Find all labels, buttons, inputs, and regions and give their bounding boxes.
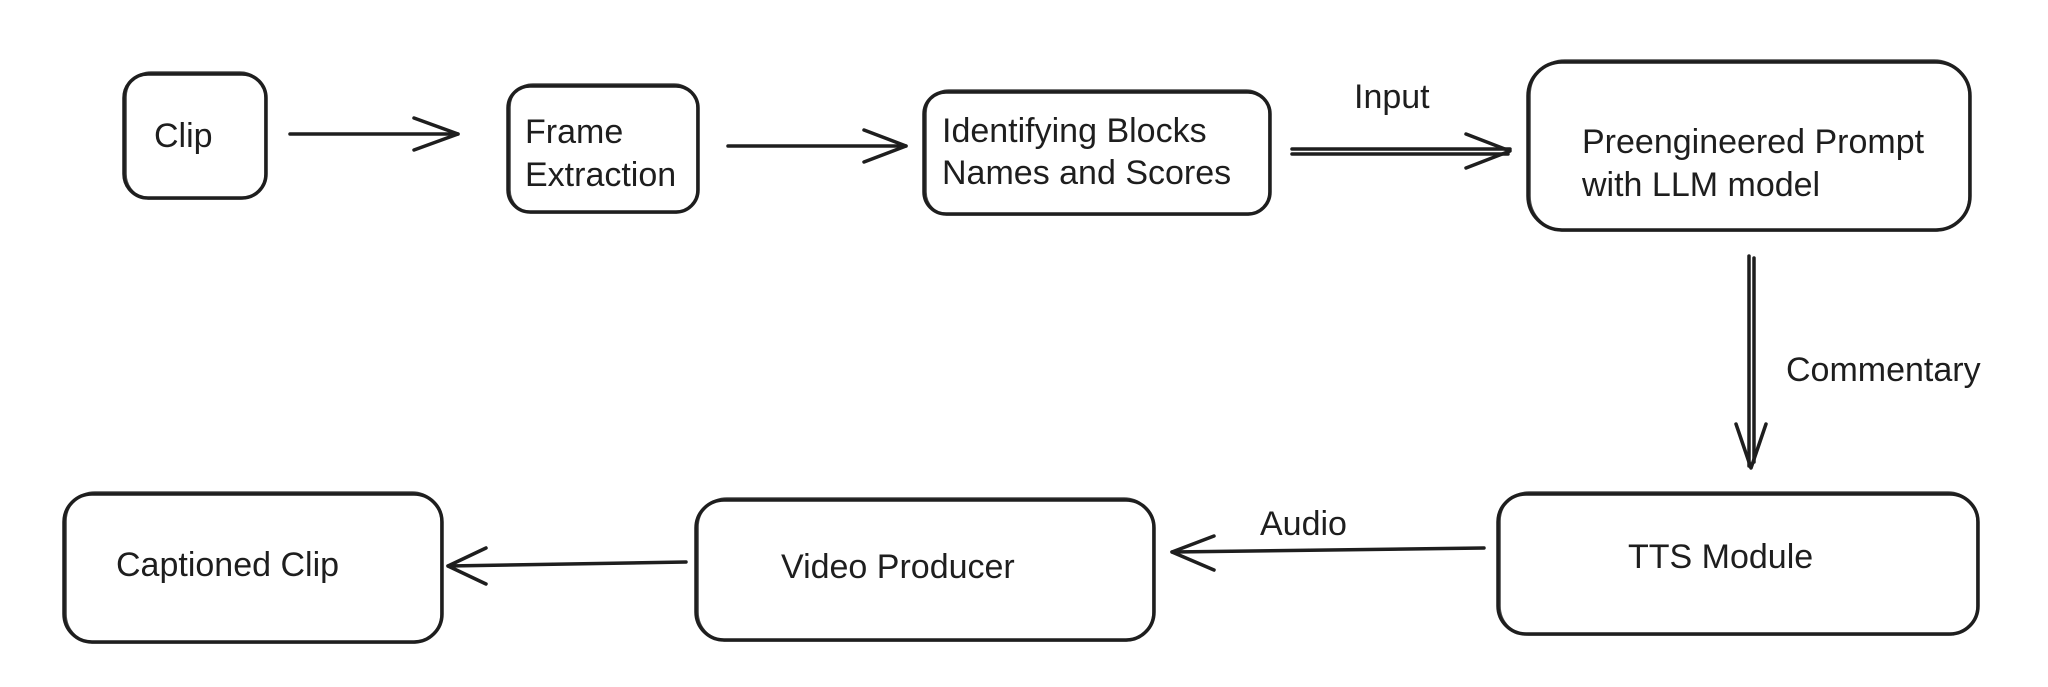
edge-label-input: Input (1354, 78, 1430, 116)
arrow-video-to-captioned (446, 546, 688, 586)
node-video-producer-label: Video Producer (781, 548, 1015, 586)
node-tts-module-label: TTS Module (1628, 538, 1813, 576)
node-captioned-clip: Captioned Clip (62, 491, 444, 644)
node-frame-extraction-label: Frame Extraction (525, 113, 676, 194)
node-captioned-clip-label: Captioned Clip (116, 546, 339, 584)
arrow-prompt-to-tts (1734, 254, 1768, 470)
arrow-frame-to-blocks (726, 128, 908, 164)
node-frame-extraction: Frame Extraction (506, 83, 700, 214)
node-prompt-llm-label: Preengineered Prompt with LLM model (1581, 123, 1934, 204)
arrow-blocks-to-prompt (1290, 132, 1512, 170)
node-prompt-llm: Preengineered Prompt with LLM model (1526, 59, 1972, 232)
node-clip: Clip (122, 71, 268, 200)
arrow-clip-to-frame (288, 116, 460, 152)
arrow-tts-to-video (1170, 534, 1486, 572)
edge-label-audio: Audio (1260, 505, 1347, 543)
node-identifying-blocks-label: Identifying Blocks Names and Scores (942, 112, 1231, 192)
node-tts-module: TTS Module (1496, 491, 1980, 636)
node-identifying-blocks: Identifying Blocks Names and Scores (922, 89, 1272, 216)
node-clip-label: Clip (154, 117, 213, 155)
node-video-producer: Video Producer (694, 497, 1156, 642)
edge-label-commentary: Commentary (1786, 351, 1981, 389)
